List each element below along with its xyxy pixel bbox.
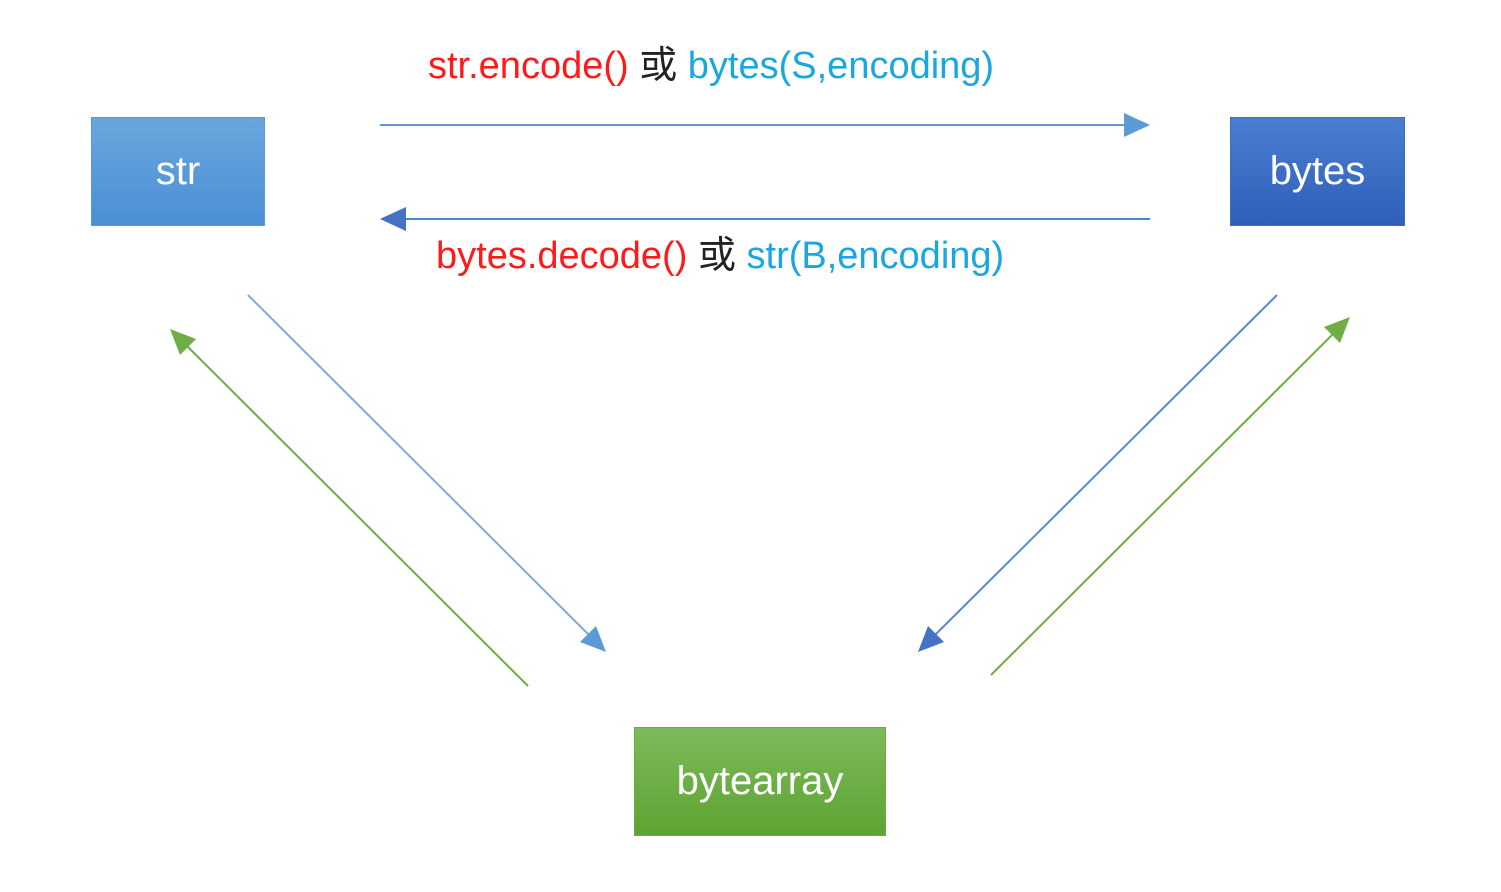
arrow-str-to-bytearray xyxy=(247,294,606,652)
arrow-str-to-bytes xyxy=(380,113,1150,137)
arrow-bytearray-to-str xyxy=(170,329,529,687)
decode-label: bytes.decode() 或 str(B,encoding) xyxy=(436,236,1004,275)
arrow-bytes-to-bytearray xyxy=(918,294,1278,652)
bytes-node: bytes xyxy=(1230,117,1405,226)
arrow-bytes-to-str xyxy=(380,207,1150,231)
encode-alt-text: bytes(S,encoding) xyxy=(687,45,995,87)
decode-or-text: 或 xyxy=(697,233,736,277)
bytearray-node: bytearray xyxy=(634,727,886,836)
encode-label: str.encode() 或 bytes(S,encoding) xyxy=(428,46,994,85)
encode-method-text: str.encode() xyxy=(428,45,629,87)
bytes-node-label: bytes xyxy=(1269,149,1366,193)
decode-method-text: bytes.decode() xyxy=(436,235,688,277)
str-node: str xyxy=(91,117,265,226)
arrow-bytearray-to-bytes xyxy=(990,317,1350,676)
bytearray-node-label: bytearray xyxy=(676,759,844,803)
encode-or-text: 或 xyxy=(639,43,678,87)
decode-alt-text: str(B,encoding) xyxy=(746,235,1005,277)
str-node-label: str xyxy=(155,149,201,193)
